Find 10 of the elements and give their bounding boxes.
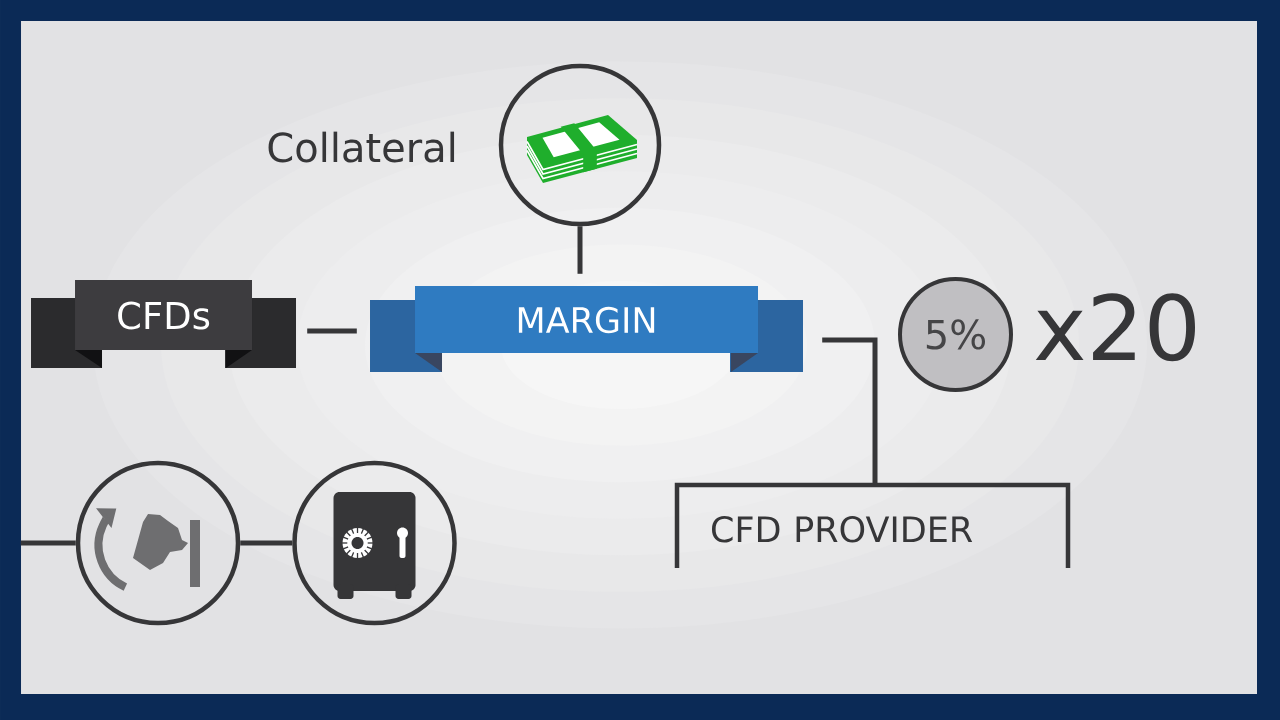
ribbon-banner: MARGIN (370, 286, 803, 372)
ribbon-banner: CFDs (31, 280, 296, 368)
caption-text: Collateral (268, 131, 455, 163)
connector-line (20, 540, 76, 546)
bracket-box: CFD PROVIDER (674, 482, 1071, 568)
connector-line (240, 540, 293, 546)
connector-line (577, 226, 583, 274)
connector-line (307, 328, 357, 334)
connector-line (822, 337, 878, 485)
multiplier-text: x20 (1035, 293, 1195, 362)
